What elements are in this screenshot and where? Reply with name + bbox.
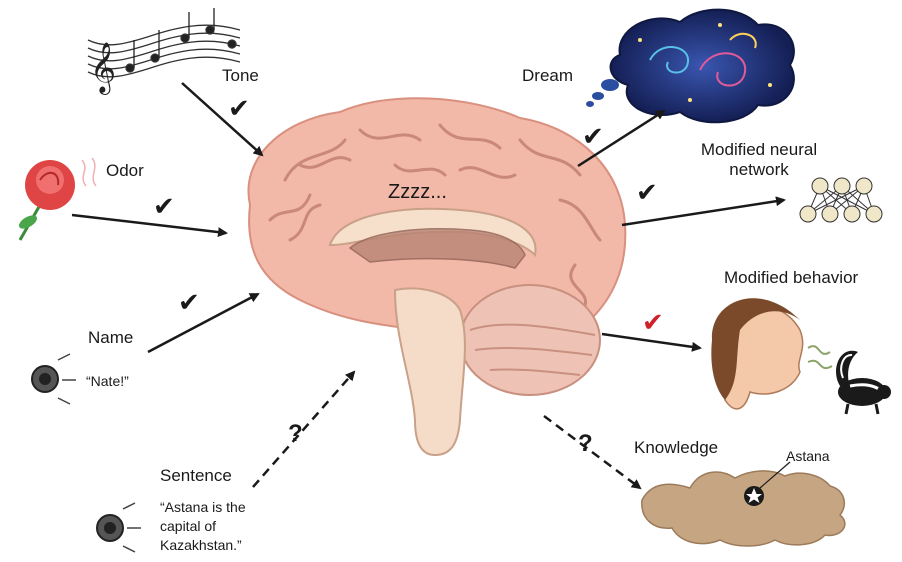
network-label: Modified neural network (680, 140, 838, 180)
music-staff-icon: 𝄞 (88, 8, 240, 95)
brain-illustration (248, 98, 625, 455)
behavior-check: ✔ (642, 308, 664, 338)
tone-label: Tone (222, 66, 259, 86)
tone-arrow (182, 83, 262, 155)
sentence-quote: “Astana is the capital of Kazakhstan.” (160, 498, 265, 555)
name-arrow (148, 294, 258, 352)
name-check: ✔ (178, 288, 200, 318)
skunk-icon (836, 351, 891, 414)
kazakhstan-map-icon (642, 471, 845, 546)
tone-check: ✔ (228, 94, 250, 124)
odor-label: Odor (106, 161, 144, 181)
face-icon (711, 298, 832, 409)
network-check: ✔ (636, 178, 658, 208)
sentence-label: Sentence (160, 466, 232, 486)
map-label: Astana (786, 448, 830, 464)
sleep-text: Zzzz... (388, 181, 447, 204)
behavior-label: Modified behavior (724, 268, 858, 288)
rose-icon (17, 158, 96, 240)
sentence-question: ? (288, 420, 303, 448)
odor-check: ✔ (153, 192, 175, 222)
thought-cloud-icon (586, 10, 794, 123)
neural-network-icon (800, 178, 882, 222)
knowledge-label: Knowledge (634, 438, 718, 458)
name-quote: “Nate!” (86, 372, 129, 391)
speaker-icon (32, 354, 76, 404)
svg-text:𝄞: 𝄞 (90, 42, 116, 95)
knowledge-question: ? (578, 430, 593, 458)
name-label: Name (88, 328, 133, 348)
odor-arrow (72, 215, 226, 233)
sentence-arrow (253, 372, 354, 487)
dream-check: ✔ (582, 122, 604, 152)
dream-label: Dream (522, 66, 573, 86)
speaker-icon (97, 503, 141, 552)
